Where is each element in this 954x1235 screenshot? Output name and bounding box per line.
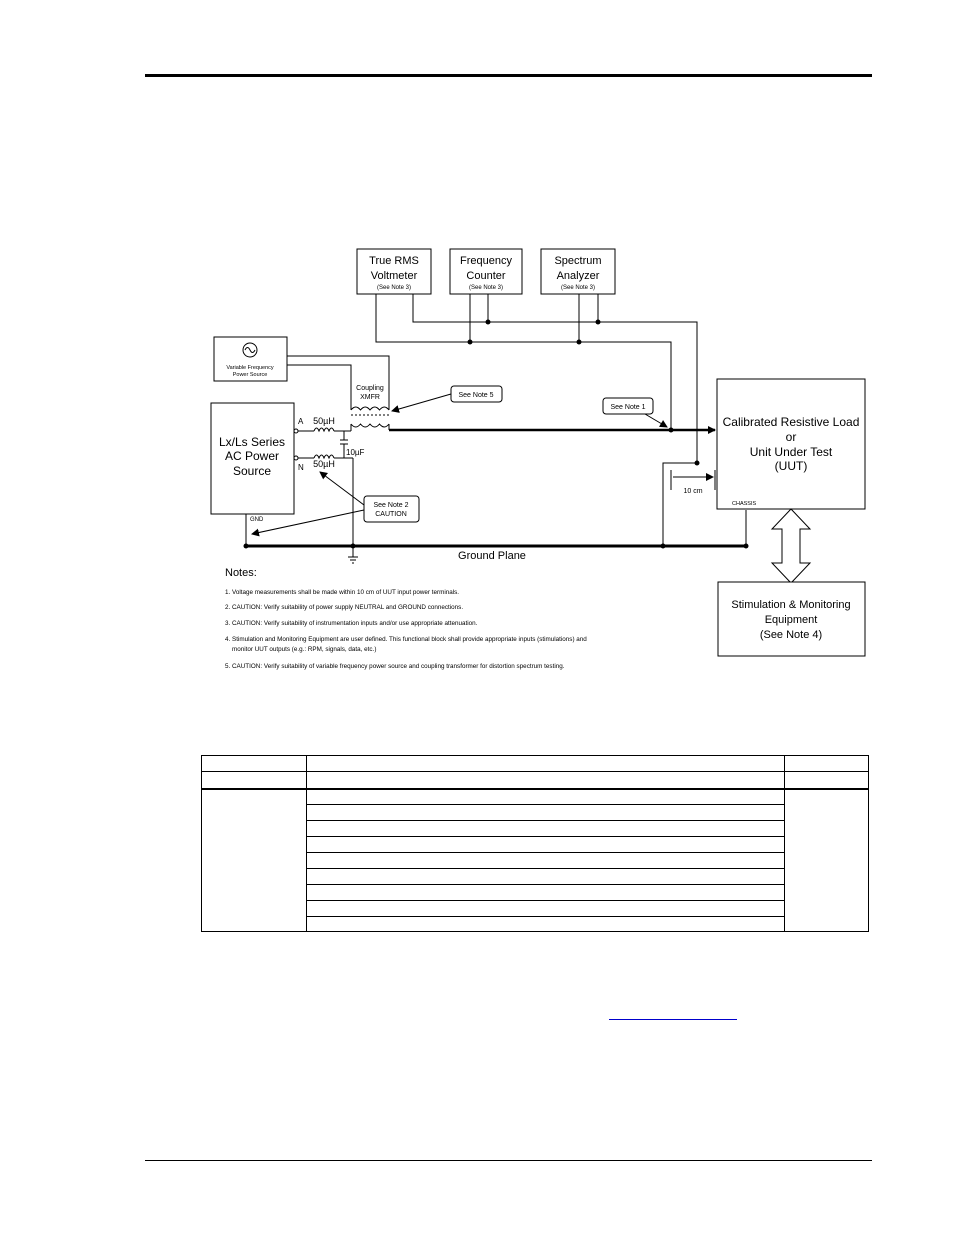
- note-3: 3. CAUTION: Verify suitability of instru…: [225, 620, 478, 627]
- terminal-n: [293, 455, 299, 461]
- note-5: 5. CAUTION: Verify suitability of variab…: [225, 663, 565, 670]
- uut-label-1: Calibrated Resistive Load: [723, 415, 860, 429]
- table-row-divider: [306, 884, 784, 885]
- table-row-divider: [306, 916, 784, 917]
- table-row-divider: [306, 868, 784, 869]
- analyzer-label-1: Spectrum: [554, 255, 601, 267]
- var-source-label-1: Variable Frequency: [226, 365, 274, 371]
- callout-note-1: See Note 1: [602, 397, 654, 415]
- callout-note-5-arrow: [391, 393, 452, 413]
- empty-table: [201, 755, 869, 932]
- line-n-circuit: [298, 454, 358, 564]
- table-row-divider: [306, 852, 784, 853]
- uut-box: Calibrated Resistive Load or Unit Under …: [716, 378, 866, 510]
- ac-source-label-2: AC Power: [225, 449, 279, 463]
- stim-label-2: Equipment: [765, 614, 818, 626]
- counter-label-2: Counter: [466, 270, 505, 282]
- note-1: 1. Voltage measurements shall be made wi…: [225, 589, 459, 596]
- primary-wire-1: [287, 355, 390, 410]
- ground-plane-junctions: [243, 543, 749, 549]
- table-row-divider: [306, 820, 784, 821]
- counter-note: (See Note 3): [469, 285, 503, 291]
- callout-note-5-label: See Note 5: [458, 392, 493, 399]
- ac-power-source-box: Lx/Ls Series AC Power Source A N GND: [210, 402, 304, 523]
- chassis-label: CHASSIS: [732, 501, 756, 507]
- footer-rule: [145, 1160, 872, 1161]
- capacitor: [340, 431, 348, 458]
- callout-note-2-arrow-gnd: [251, 509, 365, 537]
- ground-plane-label: Ground Plane: [458, 550, 526, 562]
- stimulation-box: Stimulation & Monitoring Equipment (See …: [717, 581, 866, 657]
- callout-note-2-label-1: See Note 2: [373, 502, 408, 509]
- inductor-a-label: 50µH: [313, 416, 335, 426]
- gnd-label: GND: [250, 517, 264, 523]
- header-rule: [145, 74, 872, 77]
- ac-source-label-1: Lx/Ls Series: [219, 435, 285, 449]
- var-source-label-2: Power Source: [233, 372, 268, 378]
- counter-label-1: Frequency: [460, 255, 512, 267]
- table-row-divider: [306, 900, 784, 901]
- callout-note-2-arrow-n: [319, 471, 365, 506]
- uut-label-2: or: [786, 430, 797, 444]
- inductor-n-label: 50µH: [313, 459, 335, 469]
- hyperlink-underline[interactable]: [609, 1019, 737, 1020]
- table-header-divider: [202, 788, 868, 790]
- note-4: 4. Stimulation and Monitoring Equipment …: [225, 636, 587, 643]
- coupling-label-1: Coupling: [356, 385, 384, 392]
- stim-label-3: (See Note 4): [760, 629, 822, 641]
- variable-frequency-source-box: Variable Frequency Power Source: [213, 336, 288, 382]
- sine-source-icon: [242, 342, 258, 358]
- terminal-a: [293, 428, 299, 434]
- analyzer-box: Spectrum Analyzer (See Note 3): [540, 248, 616, 295]
- voltmeter-label-2: Voltmeter: [371, 270, 418, 282]
- counter-box: Frequency Counter (See Note 3): [449, 248, 523, 295]
- terminal-a-label: A: [298, 417, 304, 426]
- distance-label: 10 cm: [683, 488, 702, 495]
- table-column-divider: [306, 756, 307, 931]
- table-column-divider: [784, 756, 785, 931]
- voltmeter-box: True RMS Voltmeter (See Note 3): [356, 248, 432, 295]
- callout-note-2-label-2: CAUTION: [375, 511, 407, 518]
- notes-title: Notes:: [225, 567, 257, 579]
- wiring-junctions: [467, 319, 700, 549]
- uut-label-3: Unit Under Test: [750, 445, 833, 459]
- uut-label-4: (UUT): [775, 459, 808, 473]
- coupling-transformer: [350, 406, 390, 428]
- terminal-n-label: N: [298, 463, 304, 472]
- measurement-wiring: [375, 294, 698, 546]
- stim-label-1: Stimulation & Monitoring: [731, 599, 850, 611]
- distance-dimension: [670, 470, 716, 490]
- note-2: 2. CAUTION: Verify suitability of power …: [225, 604, 463, 611]
- test-setup-diagram: True RMS Voltmeter (See Note 3) Frequenc…: [210, 248, 866, 670]
- table-row-divider: [306, 804, 784, 805]
- analyzer-label-2: Analyzer: [557, 270, 600, 282]
- callout-note-1-arrow: [644, 413, 668, 428]
- table-row-divider: [202, 771, 868, 772]
- line-a-circuit: [298, 424, 352, 433]
- ac-source-label-3: Source: [233, 464, 271, 478]
- note-4-continued: monitor UUT outputs (e.g.: RPM, signals,…: [232, 646, 376, 653]
- primary-wire-2: [287, 364, 352, 410]
- callout-note-5: See Note 5: [450, 385, 503, 403]
- callout-note-2: See Note 2 CAUTION: [363, 495, 420, 523]
- bidirectional-arrow-icon: [770, 508, 812, 584]
- coupling-label-2: XMFR: [360, 394, 380, 401]
- capacitor-label: 10µF: [346, 448, 365, 457]
- analyzer-note: (See Note 3): [561, 285, 595, 291]
- callout-note-1-label: See Note 1: [610, 404, 645, 411]
- table-row-divider: [306, 836, 784, 837]
- voltmeter-note: (See Note 3): [377, 285, 411, 291]
- voltmeter-label-1: True RMS: [369, 255, 419, 267]
